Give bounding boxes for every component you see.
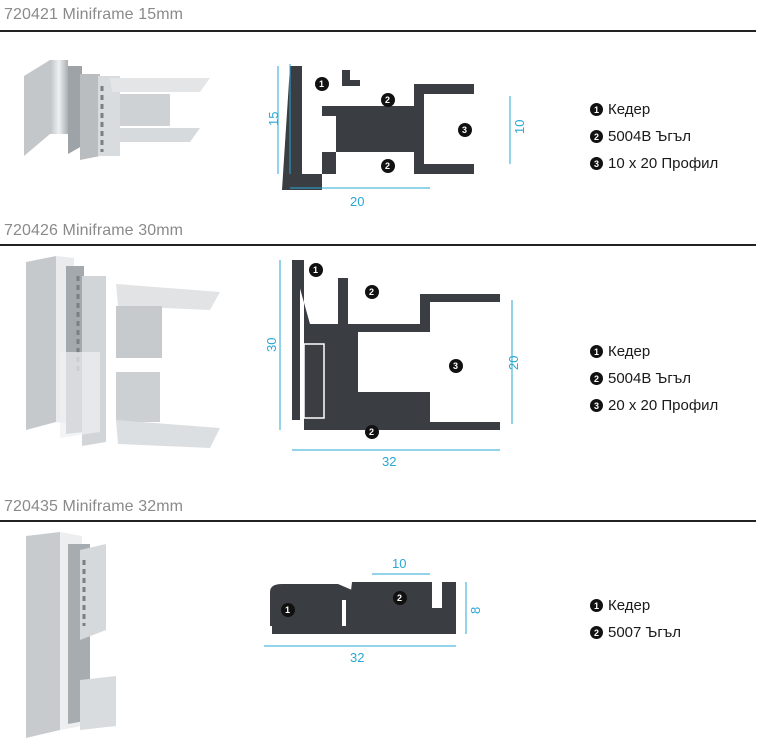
legend-item: 3 20 x 20 Профил [590, 392, 718, 419]
bullet-icon: 1 [590, 345, 603, 358]
cross-section-diagram: 15 20 10 1 2 2 3 [266, 64, 527, 209]
section-divider [0, 520, 756, 522]
dim-width: 32 [382, 454, 396, 469]
dim-height: 8 [468, 607, 483, 614]
bullet-icon: 3 [590, 157, 603, 170]
cross-section-diagram: 10 8 32 1 2 [264, 556, 483, 665]
legend-label: 5007 Ъгъл [608, 624, 682, 641]
mark-2: 2 [369, 287, 374, 297]
profile-photo [26, 532, 116, 738]
legend-label: Кедер [608, 101, 651, 118]
legend-item: 1 Кедер [590, 338, 718, 365]
cross-section-diagram: 30 32 20 1 2 2 3 [264, 260, 521, 469]
mark-1: 1 [285, 605, 290, 615]
section-divider [0, 244, 756, 246]
dim-height: 30 [264, 338, 279, 352]
legend-label: Кедер [608, 597, 651, 614]
section-720421: 720421 Miniframe 15mm 15 20 10 1 2 2 [0, 0, 762, 222]
section-title: 720435 Miniframe 32mm [4, 498, 184, 515]
bullet-icon: 1 [590, 103, 603, 116]
mark-3: 3 [462, 125, 467, 135]
legend-label: 20 x 20 Профил [608, 397, 719, 414]
legend-label: 5004B Ъгъл [608, 370, 692, 387]
mark-3: 3 [453, 361, 458, 371]
mark-1: 1 [313, 265, 318, 275]
bullet-icon: 3 [590, 399, 603, 412]
profile-photo [24, 60, 210, 160]
dim-inner: 10 [392, 556, 406, 571]
section-title: 720426 Miniframe 30mm [4, 222, 184, 239]
profile-shape [282, 66, 474, 190]
legend-label: Кедер [608, 343, 651, 360]
legend-item: 1 Кедер [590, 592, 681, 619]
mark-2: 2 [397, 593, 402, 603]
section-divider [0, 30, 756, 32]
legend: 1 Кедер 2 5007 Ъгъл [590, 592, 681, 646]
legend: 1 Кедер 2 5004B Ъгъл 3 20 x 20 Профил [590, 338, 718, 419]
legend-item: 2 5007 Ъгъл [590, 619, 681, 646]
mark-1: 1 [319, 79, 324, 89]
section-720426: 720426 Miniframe 30mm 30 32 20 1 2 2 3 1 [0, 222, 762, 498]
legend-label: 10 x 20 Профил [608, 155, 719, 172]
bullet-icon: 1 [590, 599, 603, 612]
bullet-icon: 2 [590, 626, 603, 639]
legend-label: 5004B Ъгъл [608, 128, 692, 145]
section-720435: 720435 Miniframe 32mm 10 8 32 1 2 1 Кеде… [0, 498, 762, 742]
legend-item: 1 Кедер [590, 96, 718, 123]
bullet-icon: 2 [590, 130, 603, 143]
dim-width: 32 [350, 650, 364, 665]
mark-2: 2 [385, 95, 390, 105]
legend-item: 2 5004B Ъгъл [590, 365, 718, 392]
legend: 1 Кедер 2 5004B Ъгъл 3 10 x 20 Профил [590, 96, 718, 177]
bullet-icon: 2 [590, 372, 603, 385]
dim-inner: 10 [512, 120, 527, 134]
legend-item: 3 10 x 20 Профил [590, 150, 718, 177]
mark-2b: 2 [385, 161, 390, 171]
profile-photo [26, 256, 220, 448]
mark-2b: 2 [369, 427, 374, 437]
dim-height: 15 [266, 112, 281, 126]
section-title: 720421 Miniframe 15mm [4, 6, 184, 23]
dim-inner: 20 [506, 356, 521, 370]
dim-width: 20 [350, 194, 364, 209]
legend-item: 2 5004B Ъгъл [590, 123, 718, 150]
